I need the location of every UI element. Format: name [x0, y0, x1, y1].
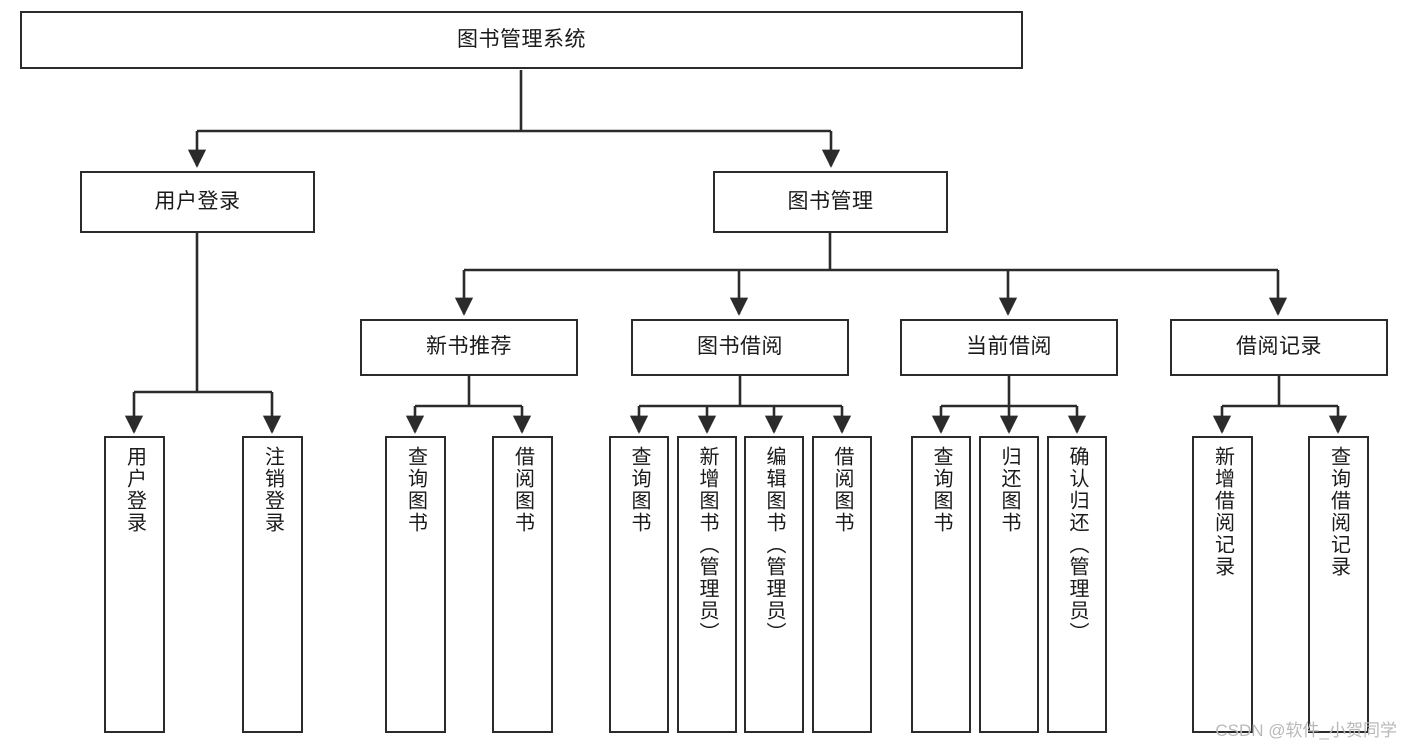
- node-current-borrow-label: 当前借阅: [966, 335, 1052, 359]
- node-leaf-query-record-label: 查询借阅记录: [1327, 446, 1350, 578]
- node-leaf-confirm-return[interactable]: 确认归还（管理员）: [1047, 436, 1107, 733]
- node-user-login[interactable]: 用户登录: [80, 171, 315, 233]
- node-leaf-add-book-label: 新增图书（管理员）: [696, 446, 718, 644]
- node-leaf-edit-book-label: 编辑图书（管理员）: [763, 446, 785, 644]
- node-leaf-add-record-label: 新增借阅记录: [1211, 446, 1234, 578]
- node-leaf-borrow-book-1-label: 借阅图书: [511, 446, 534, 534]
- node-new-book-rec-label: 新书推荐: [426, 335, 512, 359]
- node-leaf-query-book-2-label: 查询图书: [628, 446, 650, 534]
- node-leaf-query-record[interactable]: 查询借阅记录: [1308, 436, 1369, 733]
- node-leaf-borrow-book-2[interactable]: 借阅图书: [812, 436, 872, 733]
- node-leaf-borrow-book-1[interactable]: 借阅图书: [492, 436, 553, 733]
- node-book-manage-label: 图书管理: [787, 189, 874, 213]
- node-leaf-add-record[interactable]: 新增借阅记录: [1192, 436, 1253, 733]
- node-leaf-confirm-return-label: 确认归还（管理员）: [1066, 446, 1088, 644]
- node-leaf-logout[interactable]: 注销登录: [242, 436, 303, 733]
- node-borrow-record[interactable]: 借阅记录: [1170, 319, 1388, 376]
- node-leaf-borrow-book-2-label: 借阅图书: [831, 446, 853, 534]
- node-borrow-record-label: 借阅记录: [1236, 335, 1322, 359]
- node-leaf-edit-book[interactable]: 编辑图书（管理员）: [744, 436, 804, 733]
- watermark: CSDN @软件_小贺同学: [1215, 721, 1397, 740]
- node-book-borrow[interactable]: 图书借阅: [631, 319, 849, 376]
- node-leaf-user-login-label: 用户登录: [123, 446, 146, 534]
- node-book-manage[interactable]: 图书管理: [713, 171, 948, 233]
- node-user-login-label: 用户登录: [154, 189, 241, 213]
- node-leaf-return-book-label: 归还图书: [998, 446, 1020, 534]
- node-leaf-query-book-2[interactable]: 查询图书: [609, 436, 669, 733]
- node-root[interactable]: 图书管理系统: [20, 11, 1023, 69]
- node-leaf-query-book-1-label: 查询图书: [404, 446, 427, 534]
- node-book-borrow-label: 图书借阅: [697, 335, 783, 359]
- node-root-label: 图书管理系统: [457, 27, 586, 51]
- node-new-book-rec[interactable]: 新书推荐: [360, 319, 578, 376]
- node-current-borrow[interactable]: 当前借阅: [900, 319, 1118, 376]
- node-leaf-user-login[interactable]: 用户登录: [104, 436, 165, 733]
- node-leaf-return-book[interactable]: 归还图书: [979, 436, 1039, 733]
- node-leaf-query-book-3-label: 查询图书: [930, 446, 952, 534]
- node-leaf-add-book[interactable]: 新增图书（管理员）: [677, 436, 737, 733]
- node-leaf-query-book-1[interactable]: 查询图书: [385, 436, 446, 733]
- node-leaf-logout-label: 注销登录: [261, 446, 284, 534]
- node-leaf-query-book-3[interactable]: 查询图书: [911, 436, 971, 733]
